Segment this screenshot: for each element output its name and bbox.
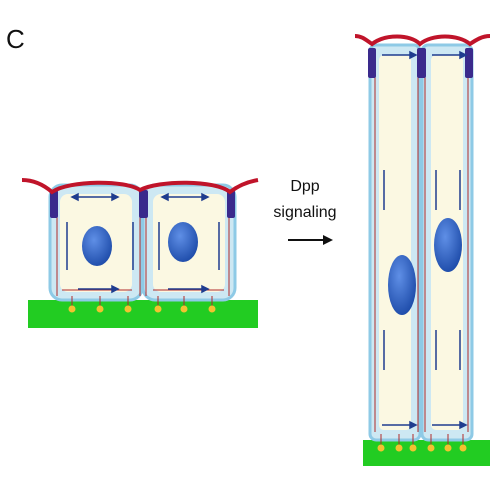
- column-junction-right: [465, 48, 473, 78]
- annotation-line2: signaling: [273, 204, 336, 221]
- column-filaments: [374, 70, 469, 432]
- column-junction-middle: [417, 48, 426, 78]
- apical-membrane: [21, 178, 259, 195]
- nucleus-left: [82, 226, 112, 266]
- nucleus-right: [168, 222, 198, 262]
- column-nucleus-left: [388, 255, 416, 315]
- column-cytoplasm-left: [379, 55, 411, 430]
- tension-arrows-cuboidal: [66, 192, 220, 294]
- tension-arrows-columnar: [382, 50, 468, 430]
- column-integrin-anchors: [377, 434, 467, 452]
- junction-middle: [139, 190, 148, 218]
- panel-label: C: [6, 24, 25, 54]
- junction-right: [227, 190, 235, 218]
- basement-membrane-columnar: [363, 440, 490, 466]
- columnar-epithelium: [354, 34, 491, 466]
- transition-arrow: [288, 235, 333, 245]
- column-junction-left: [368, 48, 376, 78]
- column-apical-membrane: [354, 34, 491, 47]
- column-nucleus-right: [434, 218, 462, 272]
- basement-membrane: [28, 300, 258, 328]
- junction-left: [50, 190, 58, 218]
- annotation-line1: Dpp: [290, 178, 319, 195]
- integrin-anchors: [68, 296, 216, 313]
- cuboidal-epithelium: [21, 178, 259, 328]
